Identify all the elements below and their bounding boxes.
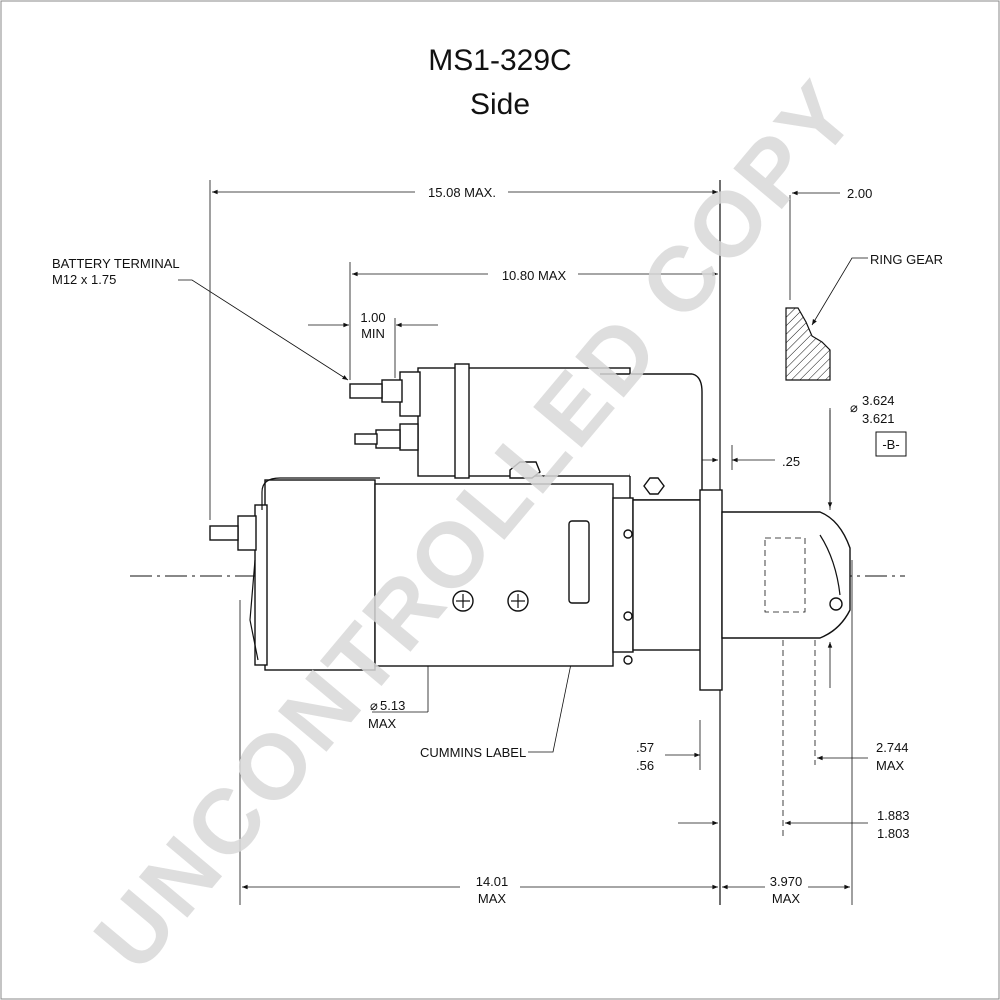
small-terminal-stud xyxy=(354,433,378,445)
mounting-flange xyxy=(699,489,723,691)
terminal-clearance-note: MIN xyxy=(361,326,385,341)
overall-length-text: 15.08 MAX. xyxy=(428,185,496,200)
dim-flange-thickness xyxy=(665,720,701,770)
body-screw-right xyxy=(507,590,529,612)
starter-motor xyxy=(209,363,851,691)
cummins-label-text: CUMMINS LABEL xyxy=(420,745,526,760)
battery-terminal-label: BATTERY TERMINAL xyxy=(52,256,180,271)
solenoid-plunger-boss xyxy=(509,461,541,479)
flange-thk-max-text: .57 xyxy=(636,740,654,755)
bracket-nut xyxy=(643,477,665,495)
drive-housing xyxy=(632,499,704,651)
nose-2744-text: 2.744 xyxy=(876,740,909,755)
body-screw-left xyxy=(452,590,474,612)
motor-length-note: MAX xyxy=(478,891,507,906)
field-terminal xyxy=(237,515,257,551)
nose-length-text: 3.970 xyxy=(770,874,803,889)
nose-length-note: MAX xyxy=(772,891,801,906)
nose-2744-note: MAX xyxy=(876,758,905,773)
end-cap xyxy=(254,504,268,666)
solenoid-clamp xyxy=(454,363,470,479)
terminal-clearance-text: 1.00 xyxy=(360,310,385,325)
ring-gear-label: RING GEAR xyxy=(870,252,943,267)
body-dia-symbol: ⌀ xyxy=(370,698,378,713)
diameter-symbol: ⌀ xyxy=(850,400,858,415)
battery-thread-label: M12 x 1.75 xyxy=(52,272,116,287)
solenoid-body xyxy=(417,367,631,477)
datum-frame xyxy=(875,431,907,457)
pinion-min-text: 1.803 xyxy=(877,826,910,841)
terminal-nut-upper xyxy=(381,379,403,403)
pilot-dia-min-text: 3.621 xyxy=(862,411,895,426)
ring-gear-offset-text: 2.00 xyxy=(847,186,872,201)
solenoid-bracket xyxy=(600,373,703,501)
field-terminal-stud xyxy=(209,525,239,541)
battery-terminal-stud xyxy=(349,383,383,399)
ring-gear-section xyxy=(785,307,831,381)
field-cable xyxy=(261,477,380,510)
datum-label: -B- xyxy=(882,437,899,452)
brush-lead xyxy=(249,559,259,661)
solenoid-terminal-cap xyxy=(399,371,421,417)
cummins-label-plate xyxy=(568,520,590,604)
motor-length-text: 14.01 xyxy=(476,874,509,889)
drive-bolt xyxy=(623,611,633,621)
view-subtitle: Side xyxy=(469,88,531,121)
pinion-hidden-outline xyxy=(764,537,806,613)
solenoid-terminal-lower xyxy=(399,423,419,451)
flange-thk-min-text: .56 xyxy=(636,758,654,773)
drive-end-housing xyxy=(612,497,634,653)
terminal-nut-lower xyxy=(375,429,401,449)
nose-housing xyxy=(721,511,851,639)
drive-bolt xyxy=(623,655,633,665)
pilot-dia-max-text: 3.624 xyxy=(862,393,895,408)
motor-rear-housing xyxy=(264,479,376,671)
pinion-max-text: 1.883 xyxy=(877,808,910,823)
battery-terminal-leader xyxy=(178,279,349,381)
solenoid-length-text: 10.80 MAX xyxy=(502,268,567,283)
ring-gear-leader xyxy=(811,257,868,326)
body-dia-text: 5.13 xyxy=(380,698,405,713)
drawing-title: MS1-329C xyxy=(428,44,572,77)
body-dia-note: MAX xyxy=(368,716,397,731)
flange-gap-text: .25 xyxy=(782,454,800,469)
drive-bolt xyxy=(623,529,633,539)
nose-pin xyxy=(829,597,843,611)
nose-contour xyxy=(819,534,841,596)
